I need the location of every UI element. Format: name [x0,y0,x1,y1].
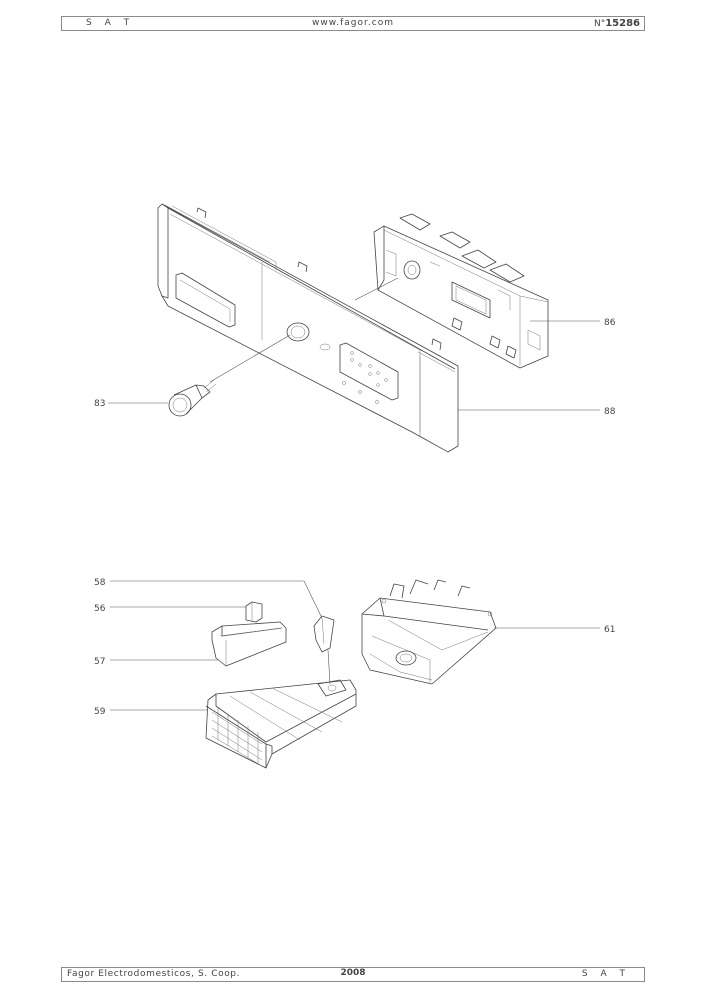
callout-57: 57 [94,657,105,667]
callout-86: 86 [604,318,616,328]
header-document-number: N°15286 [594,18,640,29]
footer-year: 2008 [340,968,366,978]
callout-59: 59 [94,707,106,717]
callout-61: 61 [604,625,615,635]
header-website: www.fagor.com [312,18,394,28]
selector-knob [168,334,291,417]
number-value: 15286 [605,18,640,29]
footer-right-text: S A T [581,969,630,979]
callout-83: 83 [94,399,105,409]
callout-88: 88 [604,407,616,417]
dispenser-housing [361,579,497,685]
footer-company: Fagor Electrodomesticos, S. Coop. [67,969,241,979]
control-panel-fascia [157,203,459,453]
dispenser-drawer [205,679,357,769]
header-bar: S A T www.fagor.com N°15286 [61,16,645,31]
softener-compartment [211,601,287,667]
number-prefix: N° [593,19,606,29]
footer-bar: Fagor Electrodomesticos, S. Coop. 2008 S… [61,967,645,982]
callout-56: 56 [94,604,106,614]
leader-lines-upper [108,320,600,411]
siphon-lever [313,615,335,685]
electronic-control-board [354,213,549,369]
leader-lines-lower [110,580,600,711]
callout-58: 58 [94,578,106,588]
header-left-text: S A T [86,18,135,28]
